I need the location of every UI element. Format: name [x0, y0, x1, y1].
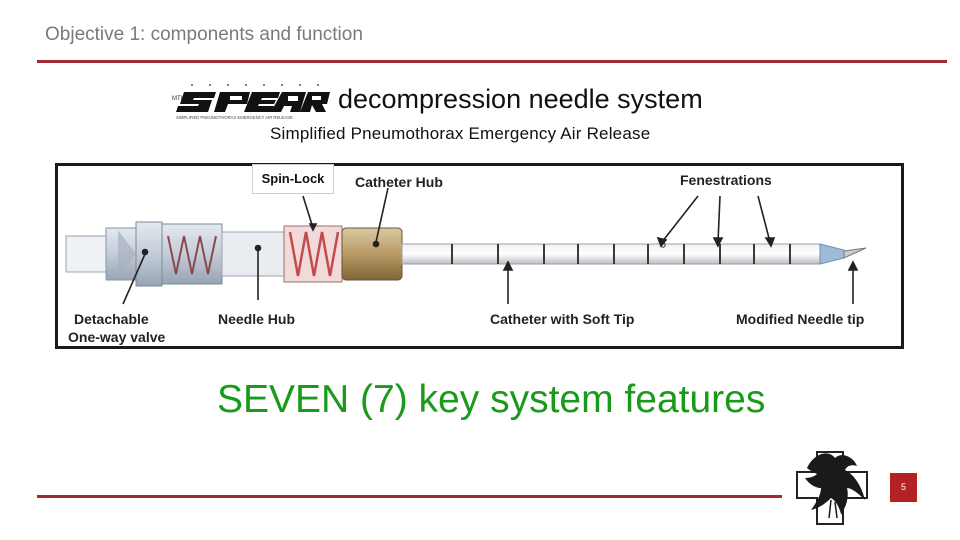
label-catheter-soft-tip: Catheter with Soft Tip — [490, 311, 634, 327]
spear-logo-graphic: MTI SIMPLIFIED PNEUMOTHORAX EMERGENCY AI… — [172, 84, 330, 120]
bottom-divider — [37, 495, 782, 498]
catheter-hub-shape — [341, 227, 403, 281]
slide-title: Objective 1: components and function — [45, 24, 363, 45]
one-way-valve-shape — [65, 221, 163, 287]
top-divider — [37, 60, 947, 63]
label-fenestrations: Fenestrations — [680, 172, 772, 188]
label-one-way-valve: One-way valve — [68, 329, 165, 345]
spin-lock-label: Spin-Lock — [252, 164, 334, 194]
label-catheter-hub: Catheter Hub — [355, 174, 443, 190]
spear-logo: MTI SIMPLIFIED PNEUMOTHORAX EMERGENCY AI… — [170, 82, 330, 122]
needle-hub-shape — [161, 223, 285, 285]
catheter-shape — [401, 243, 821, 265]
key-features-caption: SEVEN (7) key system features — [217, 378, 766, 421]
svg-text:MTI: MTI — [172, 96, 183, 102]
eagle-cross-icon — [795, 448, 870, 528]
label-modified-needle-tip: Modified Needle tip — [736, 311, 864, 327]
soft-tip-shape — [819, 243, 845, 265]
needle-illustration: Catheter Hub Fenestrations Detachable On… — [65, 172, 867, 345]
spin-lock-shape — [283, 225, 343, 283]
logo-tagline: SIMPLIFIED PNEUMOTHORAX EMERGENCY AIR RE… — [176, 115, 293, 120]
subheadline: Simplified Pneumothorax Emergency Air Re… — [270, 124, 651, 143]
headline: decompression needle system — [338, 84, 703, 114]
catheter-marks — [451, 244, 791, 264]
needle-diagram: Catheter Hub Fenestrations Detachable On… — [55, 163, 904, 349]
page-number-badge: 5 — [890, 473, 917, 502]
needle-tip-shape — [843, 247, 867, 259]
label-needle-hub: Needle Hub — [218, 311, 295, 327]
label-detachable: Detachable — [74, 311, 149, 327]
callout-lines — [122, 187, 859, 305]
